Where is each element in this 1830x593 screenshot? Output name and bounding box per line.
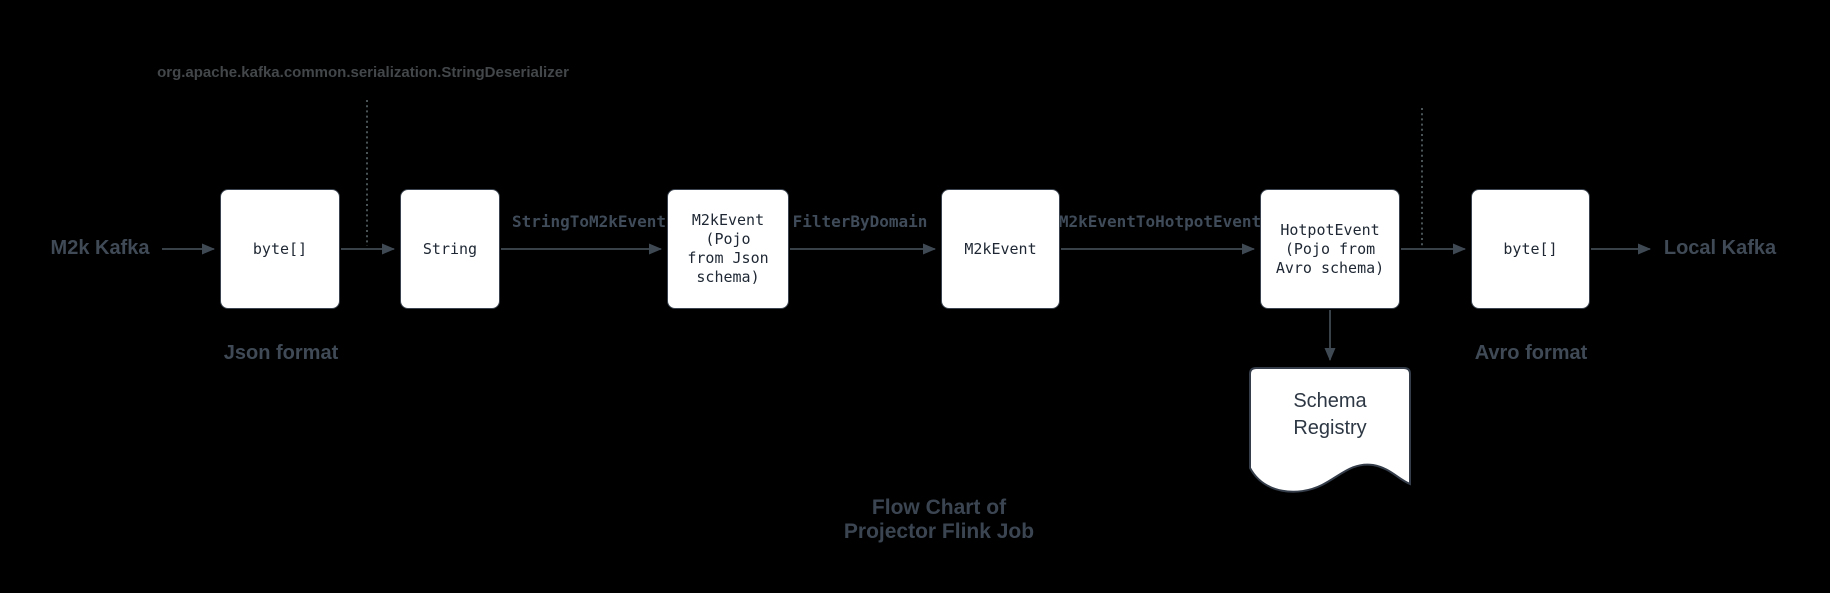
source-kafka-label: M2k Kafka (50, 237, 150, 259)
node-m2kevent: M2kEvent (941, 189, 1060, 309)
node-hotpotevent-pojo: HotpotEvent (Pojo from Avro schema) (1260, 189, 1400, 309)
operator-label-m2kevent-to-hotpotevent: M2kEventToHotpotEvent (1058, 212, 1262, 231)
operator-label-string-to-m2kevent: StringToM2kEvent (511, 212, 667, 231)
avro-format-label: Avro format (1474, 342, 1588, 364)
deserializer-note: org.apache.kafka.common.serialization.St… (157, 64, 569, 81)
operator-label-filter-by-domain: FilterByDomain (792, 212, 928, 231)
node-byte-in: byte[] (220, 189, 340, 309)
node-byte-out: byte[] (1471, 189, 1590, 309)
schema-registry-document-shape (1249, 367, 1411, 493)
json-format-label: Json format (223, 342, 339, 364)
diagram-title: Flow Chart of Projector Flink Job (843, 496, 1035, 543)
schema-registry-label: Schema Registry (1293, 390, 1367, 439)
node-string: String (400, 189, 500, 309)
node-m2kevent-pojo: M2kEvent (Pojo from Json schema) (667, 189, 789, 309)
sink-kafka-label: Local Kafka (1663, 237, 1777, 259)
